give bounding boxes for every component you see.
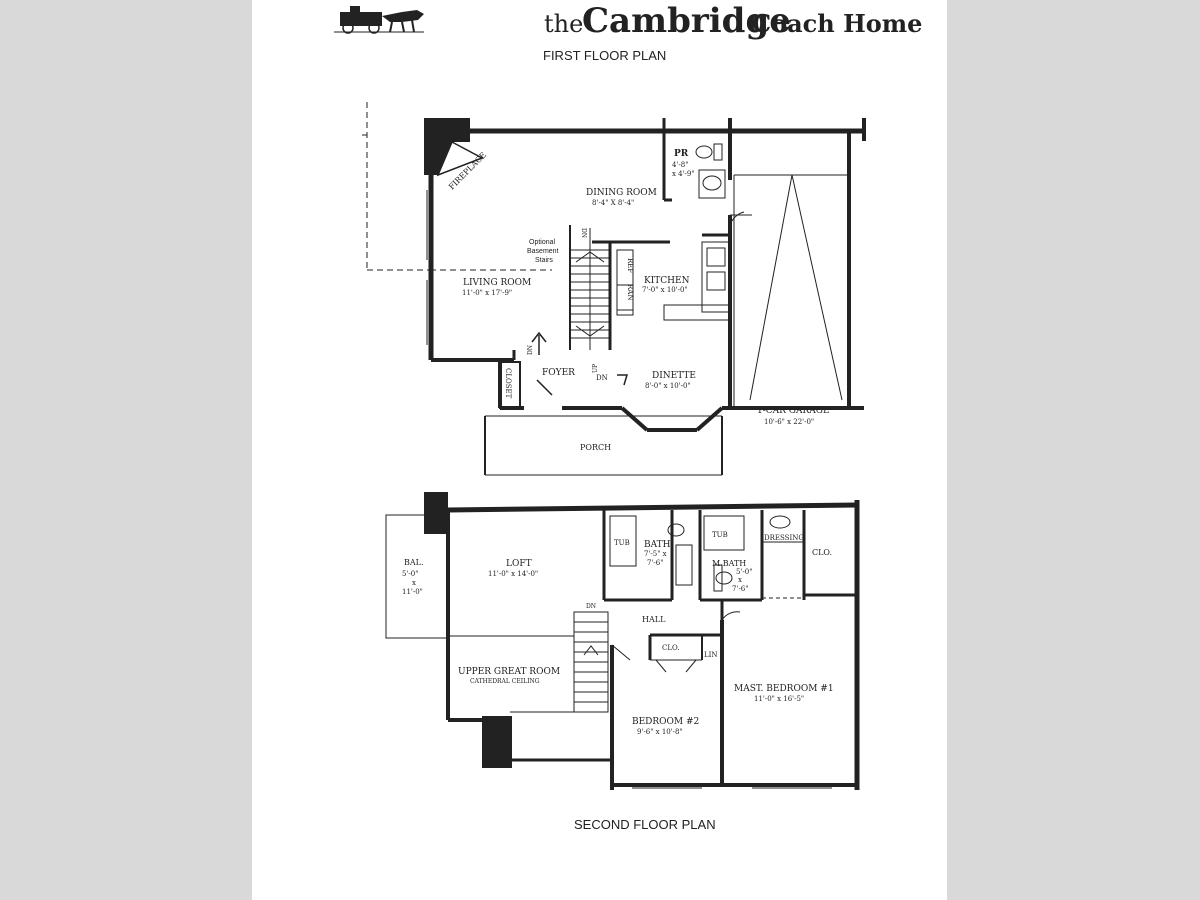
bedroom2-closet-label: CLO. [662, 644, 680, 652]
balcony-dim2: 11'-0" [402, 588, 423, 596]
bath-dim2: 7'-6" [647, 559, 663, 567]
ref-label: REF [626, 258, 634, 273]
pr-label: PR [674, 149, 689, 159]
mbath-x: x [738, 576, 742, 584]
chimney-lower [482, 716, 512, 768]
garage-label: 1-CAR GARAGE [757, 406, 830, 416]
second-floor-title: SECOND FLOOR PLAN [574, 817, 716, 832]
balcony-dim1: 5'-0" [402, 570, 418, 578]
kitchen-dim: 7'-0" x 10'-0" [642, 286, 688, 294]
living-room-dim: 11'-0" x 17'-9" [462, 289, 512, 297]
mbath-dim1: 5'-0" [736, 568, 752, 576]
loft-dim: 11'-0" x 14'-0" [488, 570, 538, 578]
porch-label: PORCH [580, 443, 611, 452]
second-floor-dn-label: DN [586, 603, 596, 610]
chimney-upper [424, 492, 448, 534]
title-brand: Cambridge [582, 1, 791, 41]
floor-plan-sheet: the Cambridge Coach Home FIRST FLOOR PLA… [252, 0, 947, 900]
dining-room-label: DINING ROOM [586, 188, 657, 198]
floor-plan-drawing: the Cambridge Coach Home FIRST FLOOR PLA… [334, 1, 922, 832]
balcony-x: x [412, 579, 416, 587]
garage-dim: 10'-6" x 22'-0" [764, 418, 814, 426]
bedroom2-label: BEDROOM #2 [632, 717, 699, 727]
second-floor-plan [385, 492, 860, 790]
balcony-label: BAL. [404, 558, 424, 567]
pr-dim1: 4'-8" [672, 161, 688, 169]
bath-label: BATH [644, 540, 671, 550]
title-suffix: Coach Home [752, 9, 922, 38]
bedroom2-dim: 9'-6" x 10'-8" [637, 728, 683, 736]
dinette-dn-label: DN [596, 374, 608, 382]
bath-dim1: 7'-5" x [644, 550, 667, 558]
mbath-dim2: 7'-6" [732, 585, 748, 593]
fireplace-mass [424, 118, 470, 175]
dining-room-dim: 8'-4" X 8'-4" [592, 199, 634, 207]
dinette-dim: 8'-0" x 10'-0" [645, 382, 691, 390]
mbath-tub-label: TUB [712, 531, 728, 539]
kitchen-label: KITCHEN [644, 276, 690, 286]
carriage-logo [334, 6, 424, 34]
loft-label: LOFT [506, 559, 532, 569]
first-floor-plan [362, 102, 866, 476]
optional-stairs-line2: Basement [527, 248, 559, 255]
living-room-label: LIVING ROOM [463, 278, 531, 288]
bath-tub-label: TUB [614, 539, 630, 547]
title-the: the [544, 10, 583, 38]
foyer-label: FOYER [542, 368, 575, 378]
master-bedroom-label: MAST. BEDROOM #1 [734, 684, 834, 694]
mbath-label: M.BATH [712, 559, 746, 568]
optional-stairs-line1: Optional [529, 239, 556, 246]
master-bedroom-dim: 11'-0" x 16'-5" [754, 695, 804, 703]
linen-label: LIN [704, 651, 718, 659]
upper-great-room-sub: CATHEDRAL CEILING [470, 678, 540, 685]
first-floor-title: FIRST FLOOR PLAN [543, 48, 666, 63]
dressing-label: DRESSING [764, 534, 804, 542]
upper-great-room-label: UPPER GREAT ROOM [458, 667, 560, 677]
first-floor-dn-label: DN [580, 228, 587, 238]
optional-stairs-line3: Stairs [535, 257, 553, 264]
pr-dim2: x 4'-9" [672, 170, 695, 178]
first-floor-up-label: UP [592, 364, 599, 373]
closet-label: CLOSET [504, 368, 512, 399]
foyer-dn-label: DN [527, 345, 534, 355]
dinette-label: DINETTE [652, 371, 696, 381]
hall-label: HALL [642, 615, 666, 624]
master-closet-label: CLO. [812, 548, 832, 557]
ran-label: RAN [626, 284, 634, 300]
